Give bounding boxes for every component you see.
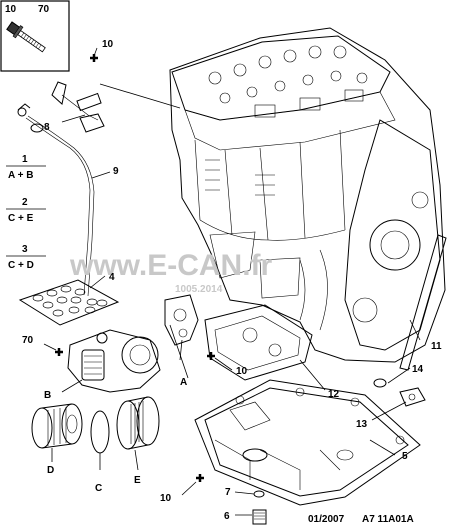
callout-10-bot: 10 <box>160 493 172 504</box>
callout-10-mid: 10 <box>236 366 248 377</box>
plus-marker-mid <box>207 352 215 360</box>
leader-lines <box>43 47 421 516</box>
callout-A: A <box>180 377 187 388</box>
legend-3-formula: C + D <box>8 260 34 271</box>
callout-11: 11 <box>431 341 442 352</box>
plus-marker-bottom <box>196 474 204 482</box>
filter-seal-ring <box>90 410 110 454</box>
watermark: www.E-CAN.fr 1005.2014 <box>69 249 273 295</box>
engine-block <box>169 27 446 363</box>
dipstick-tube <box>17 103 95 297</box>
callout-70: 70 <box>22 335 34 346</box>
footer-date: 01/2007 <box>308 514 345 525</box>
cylinder-head-bosses <box>208 45 368 118</box>
legend-kits: 1 A + B 2 C + E 3 C + D <box>6 154 46 271</box>
legend-1-num: 1 <box>22 154 28 165</box>
callout-7: 7 <box>225 487 231 498</box>
inset-qty-left: 10 <box>5 4 17 15</box>
callout-B: B <box>44 390 51 401</box>
callout-E: E <box>134 475 141 486</box>
callout-9: 9 <box>113 166 119 177</box>
gasket-set <box>18 279 120 326</box>
dipstick-guide-tube <box>399 234 447 371</box>
legend-3-num: 3 <box>22 244 28 255</box>
oil-sump-pan <box>194 379 421 506</box>
housing-gasket <box>164 294 199 346</box>
footer: 01/2007 A7 11A01A <box>308 514 414 525</box>
plus-marker-left <box>55 348 63 356</box>
callout-4: 4 <box>109 272 115 283</box>
callout-14: 14 <box>412 364 424 375</box>
drain-plug <box>252 509 267 525</box>
watermark-sub: 1005.2014 <box>175 284 223 295</box>
bolt-inset-box: 10 70 <box>0 0 70 72</box>
oil-pressure-sensor <box>399 387 426 407</box>
oil-filter-cap <box>116 396 160 450</box>
inset-qty-right: 70 <box>38 4 50 15</box>
callout-13: 13 <box>356 419 368 430</box>
drain-washer <box>253 490 265 498</box>
callout-D: D <box>47 465 54 476</box>
legend-2-formula: C + E <box>8 213 34 224</box>
callout-5: 5 <box>402 451 408 462</box>
oil-filter-housing <box>67 329 161 393</box>
seal-ring-14 <box>373 378 387 388</box>
flange-bolt-icon <box>6 21 46 53</box>
footer-ref: A7 11A01A <box>362 514 414 525</box>
oil-filter-cartridge <box>31 403 83 449</box>
callout-10-top: 10 <box>102 39 114 50</box>
oil-level-sensor <box>51 81 105 133</box>
callout-C: C <box>95 483 102 494</box>
oil-baffle-plate <box>204 304 313 381</box>
callout-6: 6 <box>224 511 230 522</box>
callout-8: 8 <box>44 122 50 133</box>
legend-1-formula: A + B <box>8 170 33 181</box>
callout-12: 12 <box>328 389 340 400</box>
legend-2-num: 2 <box>22 197 28 208</box>
callout-labels: 10 8 9 4 70 B A 10 12 11 14 13 5 D C E 1… <box>22 39 442 522</box>
watermark-main: www.E-CAN.fr <box>69 249 273 282</box>
